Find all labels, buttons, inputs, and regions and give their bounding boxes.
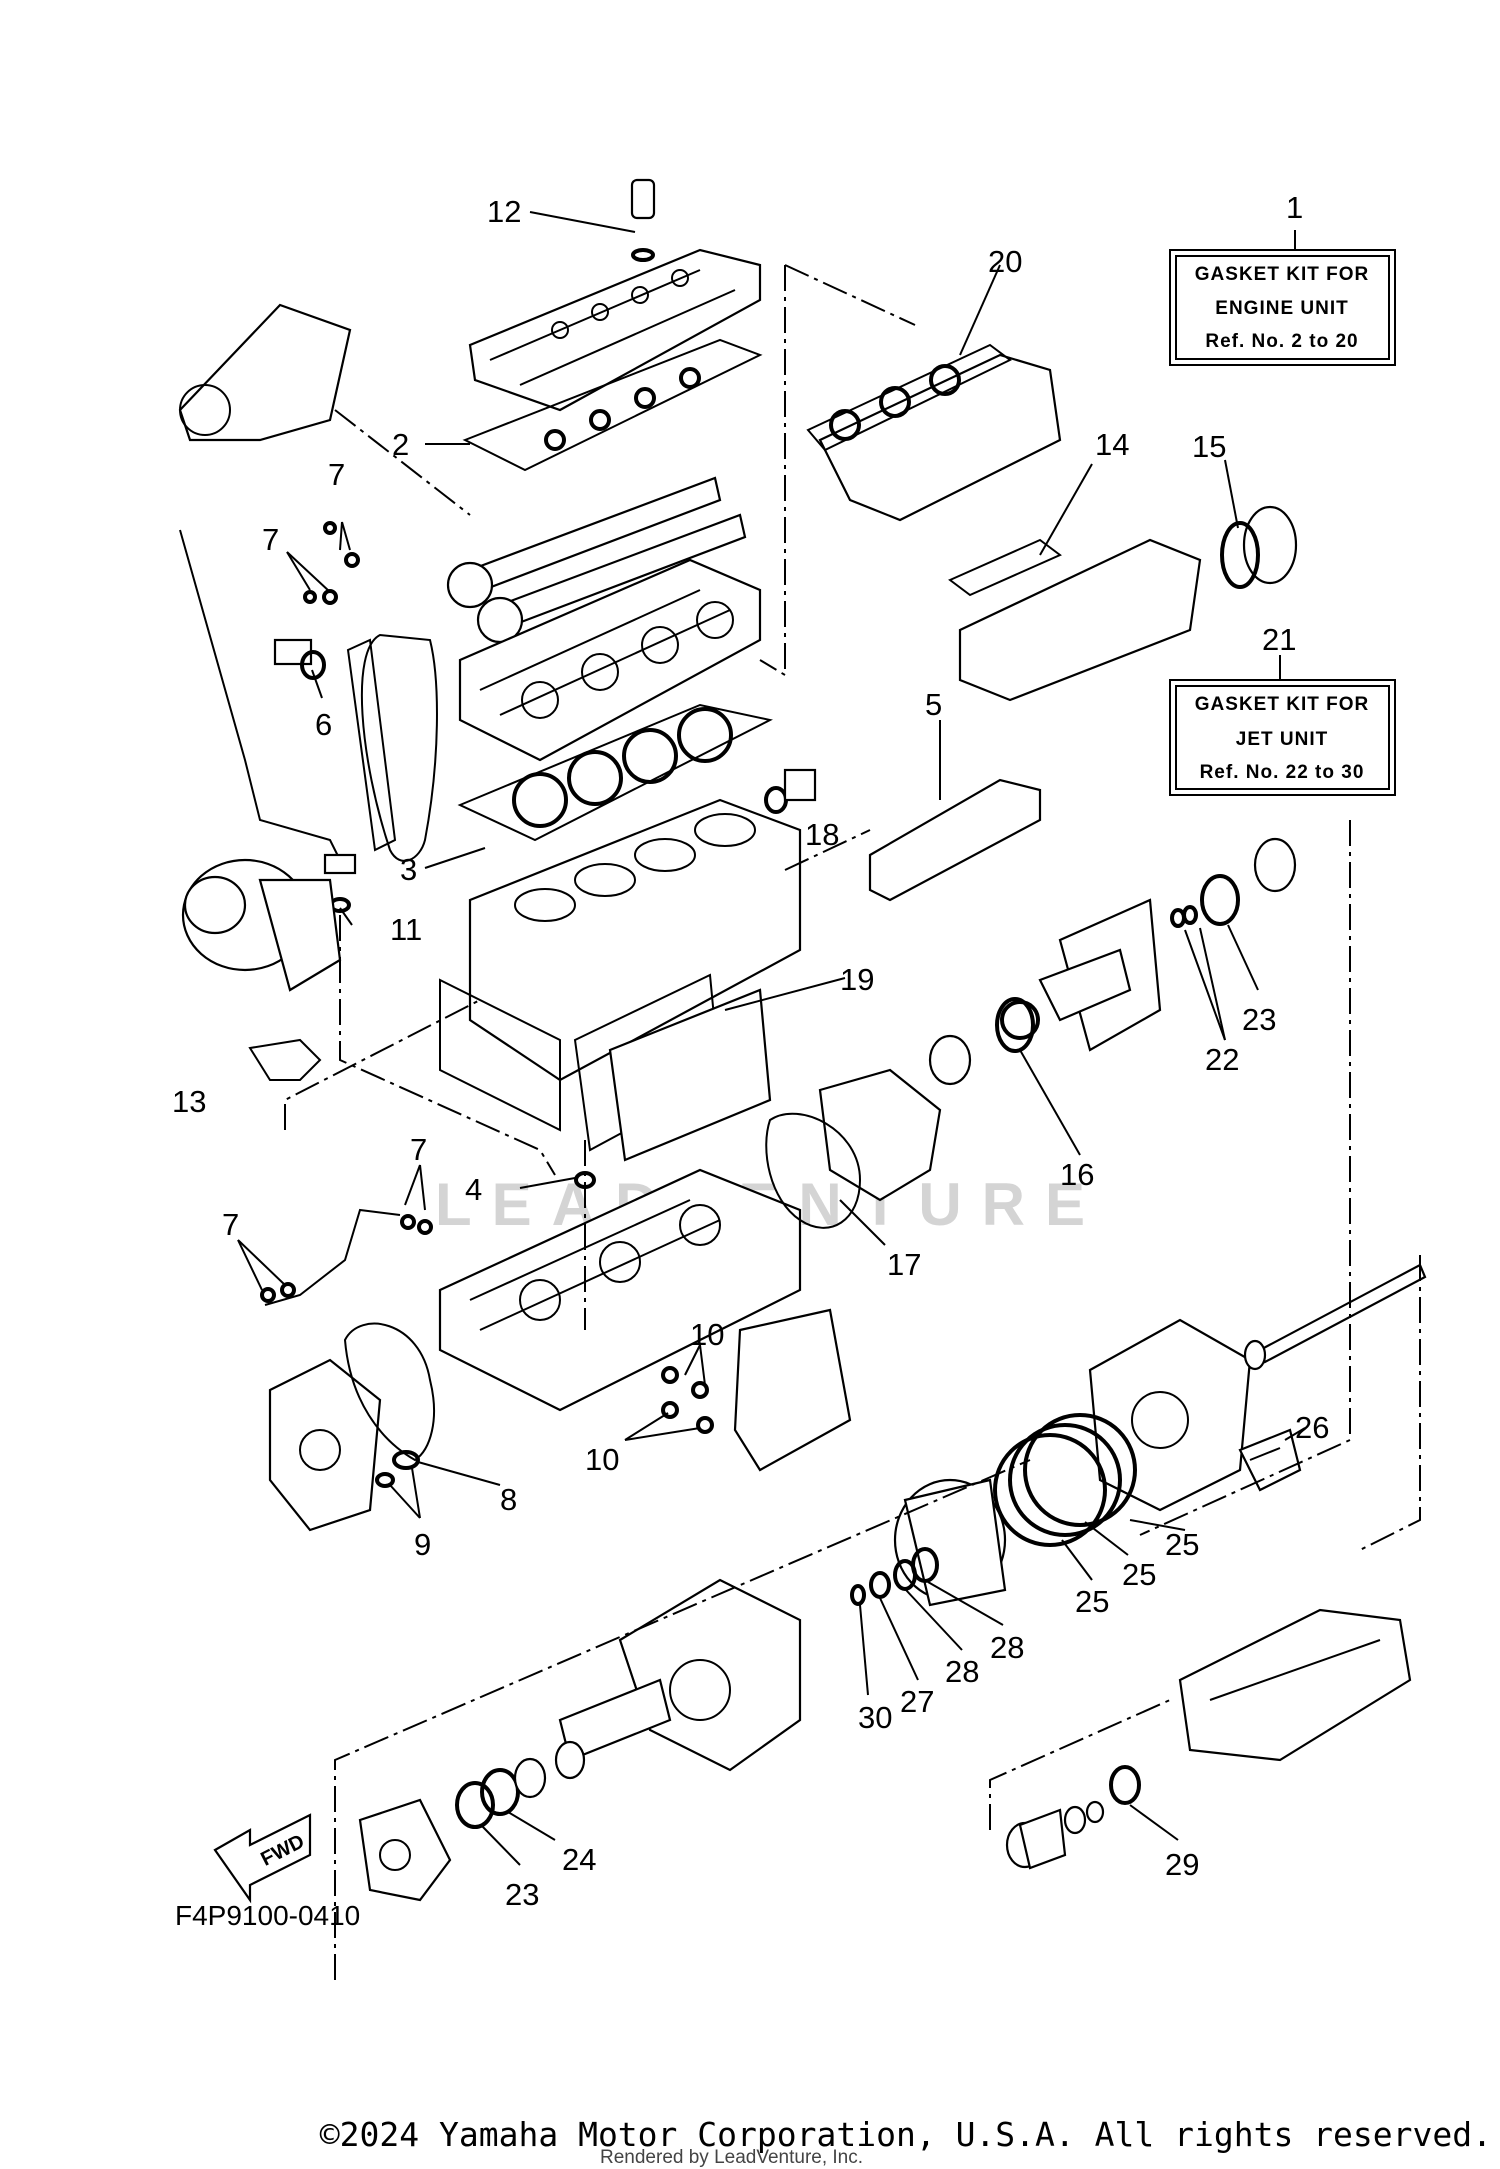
dipstick [179,529,341,861]
callout-14: 14 [1095,427,1129,462]
callout-15: 15 [1192,429,1226,464]
callout-8: 8 [500,1482,517,1517]
seal-28b [893,1559,917,1591]
exhaust-manifold [806,343,1062,522]
callout-25b: 25 [1122,1557,1156,1592]
front-bearing-housing [358,1798,452,1902]
assembly-lines [284,264,1421,1980]
oil-line [264,1208,401,1306]
exhaust-gasket [806,343,1012,452]
callout-27: 27 [900,1684,934,1719]
breather-part [630,178,656,262]
cylinder-head [458,558,762,762]
cylinder-head-gasket [457,703,773,842]
jet-nozzle [1178,1608,1412,1762]
water-jacket-cover [868,778,1042,902]
kit-line-3: Ref. No. 2 to 20 [1205,331,1358,352]
callout-13: 13 [172,1084,206,1119]
pump-gasket [343,1322,436,1462]
oil-seal-23 [1200,874,1240,926]
magneto-cover [733,1308,852,1472]
jet-kit-box: 21 GASKET KIT FOR JET UNIT Ref. No. 22 t… [1169,622,1396,796]
inspection-cover [1238,1428,1302,1492]
head-cover-gasket [462,338,763,472]
callout-23a: 23 [1242,1002,1276,1037]
callout-17: 17 [887,1247,921,1282]
intake-manifold [178,303,352,442]
intermediate-housing [1038,898,1162,1052]
kit-line-2: JET UNIT [1236,729,1328,750]
callout-28a: 28 [945,1654,979,1689]
turbo-gasket [248,1038,322,1081]
cylinder-head-cover [468,248,762,412]
callout-9: 9 [414,1527,431,1562]
cam-sensor [273,521,360,680]
o-ring-29 [1109,1765,1141,1805]
exhaust-pipe-gasket [948,538,1062,597]
callout-7a: 7 [328,457,345,492]
jet-pump-unit [558,1578,802,1772]
cylinder-block [439,798,802,1132]
leader-lines [237,211,1306,1866]
o-ring-18 [764,786,788,814]
turbocharger [181,858,342,992]
callout-7d: 7 [222,1207,239,1242]
callout-20: 20 [988,244,1022,279]
callout-24: 24 [562,1842,596,1877]
callout-12: 12 [487,194,521,229]
kit-line-3: Ref. No. 22 to 30 [1200,762,1365,783]
seal-27 [869,1571,891,1599]
callout-2: 2 [392,427,409,462]
bearing-24 [480,1768,520,1816]
diagram-code: F4P9100-0410 [175,1900,360,1931]
callout-18: 18 [805,817,839,852]
oil-pump [268,1358,382,1532]
callout-labels: 2 3 4 5 6 7 7 7 7 8 9 10 10 11 12 13 14 … [172,194,1329,1912]
engine-kit-box: 1 GASKET KIT FOR ENGINE UNIT Ref. No. 2 … [1169,190,1396,366]
rendered-by-notice: Rendered by LeadVenture, Inc. [600,2147,864,2168]
kit-line-1: GASKET KIT FOR [1195,264,1369,285]
exhaust-pipe [948,505,1298,702]
cam-chain [360,633,438,862]
callout-10a: 10 [690,1317,724,1352]
callout-22: 22 [1205,1042,1239,1077]
bearing-housing [818,1068,942,1202]
kit-ref-21: 21 [1262,622,1296,657]
callout-25a: 25 [1165,1527,1199,1562]
callout-19: 19 [840,962,874,997]
callout-30: 30 [858,1700,892,1735]
kit-line-1: GASKET KIT FOR [1195,694,1369,715]
callout-10b: 10 [585,1442,619,1477]
callout-23b: 23 [505,1877,539,1912]
callout-29: 29 [1165,1847,1199,1882]
housing-gasket-17 [765,1112,862,1229]
fwd-arrow-icon: FWD [213,1813,312,1904]
impeller-duct [893,1478,1007,1607]
callout-5: 5 [925,687,942,722]
callout-3: 3 [400,852,417,887]
crankcase [438,1168,802,1412]
callout-6: 6 [315,707,332,742]
duct-seal-rings [993,1413,1137,1547]
drive-shaft [1258,1263,1427,1364]
kit-ref-1: 1 [1286,190,1303,225]
camshafts [446,476,747,644]
callout-16: 16 [1060,1157,1094,1192]
callout-7b: 7 [262,522,279,557]
parts-diagram: LEADVENTURE [172,178,1427,1980]
callout-26: 26 [1295,1410,1329,1445]
oil-seal-23-lower [455,1781,495,1829]
callout-11: 11 [390,912,422,947]
callout-4: 4 [465,1172,482,1207]
oil-seal-16 [995,997,1035,1053]
bushing-parts [1005,1800,1105,1870]
copyright-notice: ©2024 Yamaha Motor Corporation, U.S.A. A… [319,2115,1492,2154]
kit-line-2: ENGINE UNIT [1215,298,1348,319]
jet-pump-housing [1088,1318,1252,1512]
callout-25c: 25 [1075,1584,1109,1619]
ring-30 [850,1584,866,1606]
callout-28b: 28 [990,1630,1024,1665]
callout-7c: 7 [410,1132,427,1167]
